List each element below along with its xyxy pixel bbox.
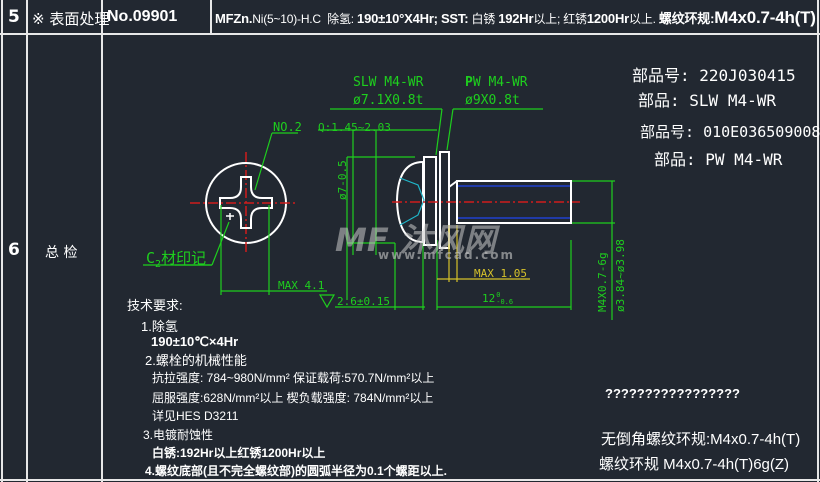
tech-item-3-line-1: 白锈:192Hr以上红锈1200Hr以上 bbox=[152, 446, 326, 460]
max-head-label: MAX 4.1 bbox=[278, 279, 325, 292]
part-2-name: 部品: PW M4-WR bbox=[654, 150, 783, 169]
tech-item-3-heading: 3.电镀耐蚀性 bbox=[143, 428, 214, 442]
spec-white-rust-label: 白锈 bbox=[471, 12, 496, 26]
thread-label: M4X0.7-6g bbox=[596, 252, 609, 312]
head-height-label: 2.6±0.15 bbox=[337, 295, 390, 308]
material-mark-sub: 2 bbox=[155, 259, 162, 270]
frame-col-divider-1 bbox=[26, 0, 28, 482]
material-mark-label: C2材印记 bbox=[146, 247, 206, 270]
row6-index: 6 bbox=[8, 240, 20, 260]
slw-callout-dim: ø7.1X0.8t bbox=[353, 93, 424, 108]
head-dia-label: ø7-0.5 bbox=[336, 160, 349, 200]
pw-callout-rest: W M4-WR bbox=[472, 75, 528, 90]
tech-item-1-heading: 1.除氢 bbox=[141, 319, 178, 334]
watermark-logo: MF 沐风网 bbox=[335, 221, 496, 259]
pw-callout-name: PW M4-WR bbox=[465, 75, 528, 90]
length-value: 12 bbox=[482, 292, 496, 305]
garbled-note: ????????????????? bbox=[605, 386, 740, 401]
thread-dia-label: ø3.84~ø3.98 bbox=[614, 239, 627, 312]
spec-dehydrogen-label: 除氢: bbox=[327, 12, 354, 26]
row5-code: No.09901 bbox=[107, 8, 178, 25]
pw-callout-bold: P bbox=[465, 75, 473, 90]
frame-row-divider bbox=[0, 33, 820, 35]
tech-item-4-heading: 4.螺纹底部(且不完全螺纹部)的圆弧半径为0.1个螺距以上. bbox=[145, 464, 448, 478]
frame-right-border bbox=[817, 0, 819, 482]
frame-left-border bbox=[1, 0, 3, 482]
frame-bottom-border bbox=[0, 479, 820, 481]
tech-item-2-line-3: 详见HES D3211 bbox=[152, 409, 239, 423]
spec-red-rust-label: 红锈 bbox=[563, 12, 587, 26]
spec-white-rust-suffix: 以上; bbox=[533, 12, 561, 26]
spec-plating-detail: Ni(5~10)-H.C bbox=[252, 12, 321, 26]
spec-plating: MFZn. bbox=[215, 11, 253, 26]
q-range-label: Q:1.45~2.03 bbox=[318, 121, 391, 134]
watermark-url: www.mfcad.com bbox=[378, 248, 515, 262]
tech-item-2-heading: 2.螺栓的机械性能 bbox=[145, 353, 247, 368]
part-1-number: 部品号: 220J030415 bbox=[632, 66, 796, 85]
length-tol-upper: 0 bbox=[496, 291, 501, 299]
gauge-no-chamfer-note: 无倒角螺纹环规:M4x0.7-4h(T) bbox=[601, 431, 801, 448]
tech-item-1-line-1: 190±10℃×4Hr bbox=[151, 334, 239, 349]
part-2-number: 部品号: 010E03650900805 bbox=[640, 123, 820, 141]
material-mark-c: C bbox=[146, 249, 156, 267]
spec-dehydrogen-value: 190±10°X4Hr; bbox=[357, 11, 438, 26]
screw-side-view bbox=[395, 151, 572, 249]
pw-callout-dim: ø9X0.8t bbox=[465, 93, 520, 108]
length-tol-lower: -0.6 bbox=[496, 298, 514, 306]
row6-process: 总 检 bbox=[45, 245, 78, 261]
tech-title: 技术要求: bbox=[127, 298, 183, 313]
spec-gauge-value: M4x0.7-4h(T) bbox=[714, 8, 816, 27]
row5-spec: MFZn.Ni(5~10)-H.C 除氢: 190±10°X4Hr; SST: … bbox=[215, 8, 816, 28]
row5-process: ※ 表面处理 bbox=[32, 10, 110, 28]
part-1-name: 部品: SLW M4-WR bbox=[638, 91, 776, 110]
spec-white-rust-value: 192Hr bbox=[498, 11, 534, 26]
tech-item-2-line-2: 屈服强度:628N/mm²以上 楔负载强度: 784N/mm²以上 bbox=[152, 391, 434, 405]
row5-index: 5 bbox=[8, 7, 20, 27]
frame-col-divider-3 bbox=[210, 0, 212, 34]
spec-gauge-label: 螺纹环规: bbox=[658, 11, 715, 26]
spec-red-rust-value: 1200Hr bbox=[586, 11, 630, 26]
slw-callout-name: SLW M4-WR bbox=[353, 75, 424, 90]
recess-no-label: NO.2 bbox=[273, 120, 302, 134]
head-top-view bbox=[190, 152, 295, 252]
spec-sst-label: SST: bbox=[440, 11, 469, 26]
gauge-note: 螺纹环规 M4x0.7-4h(T)6g(Z) bbox=[599, 456, 790, 473]
material-mark-text: 材印记 bbox=[161, 249, 207, 267]
max-underhead-label: MAX 1.05 bbox=[474, 267, 527, 280]
frame-col-divider-2 bbox=[101, 0, 103, 482]
length-label: 120-0.6 bbox=[482, 292, 513, 306]
tech-item-2-line-1: 抗拉强度: 784~980N/mm² 保证载荷:570.7N/mm²以上 bbox=[152, 371, 435, 385]
spec-red-rust-suffix: 以上. bbox=[629, 12, 656, 26]
